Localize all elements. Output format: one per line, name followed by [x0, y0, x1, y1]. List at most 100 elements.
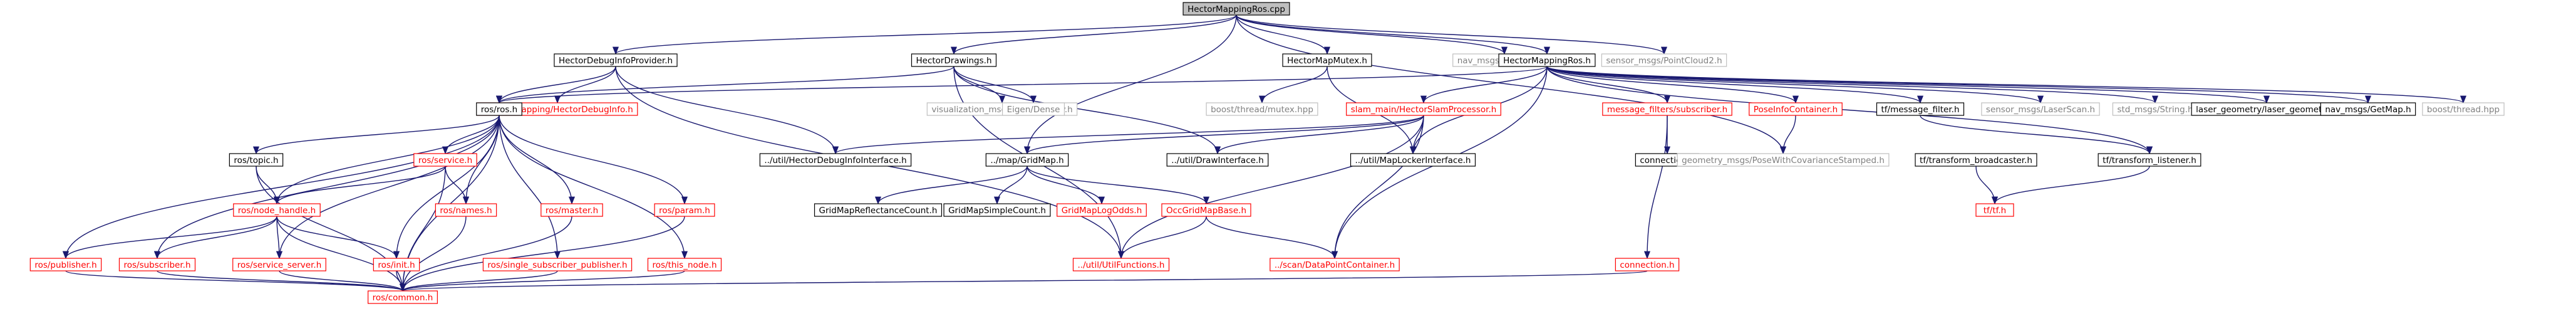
svg-text:ros/service_server.h: ros/service_server.h [237, 260, 322, 270]
node-tf-message-filter-h[interactable]: tf/message_filter.h [1876, 102, 1965, 116]
node-boost-thread-mutex-hpp: boost/thread/mutex.hpp [1206, 102, 1318, 116]
svg-text:sensor_msgs/LaserScan.h: sensor_msgs/LaserScan.h [1986, 105, 2095, 115]
edge-root-to-gridmap [1023, 14, 1237, 155]
edge-mapmutex-to-boost_mutex [1259, 66, 1328, 104]
node-ros-param-h[interactable]: ros/param.h [654, 203, 715, 217]
node-slam-main-hectorslamprocessor-h[interactable]: slam_main/HectorSlamProcessor.h [1346, 102, 1501, 116]
edge-this_node-to-ros_common [400, 270, 685, 292]
node-hectordebuginfoprovider-h[interactable]: HectorDebugInfoProvider.h [554, 53, 678, 67]
node-util-utilfunctions-h[interactable]: ../util/UtilFunctions.h [1072, 258, 1170, 271]
node-gridmaplogodds-h[interactable]: GridMapLogOdds.h [1057, 203, 1147, 217]
edge-ros_ros-to-service_server [276, 115, 500, 260]
edge-root-to-mapmutex [1236, 14, 1330, 55]
node-ros-service-h[interactable]: ros/service.h [413, 153, 477, 167]
svg-text:ros/node_handle.h: ros/node_handle.h [238, 206, 316, 216]
node-ros-ros-h[interactable]: ros/ros.h [476, 102, 522, 116]
edge-tf_listener-to-tf_tf [1992, 166, 2150, 205]
svg-text:ros/this_node.h: ros/this_node.h [652, 260, 716, 270]
svg-text:slam_main/HectorSlamProcessor.: slam_main/HectorSlamProcessor.h [1351, 105, 1497, 115]
edge-ros_ros-to-ros_init [393, 115, 500, 260]
edge-gridmap-to-logodds [1027, 166, 1105, 205]
node-scan-datapointcontainer-h[interactable]: ../scan/DataPointContainer.h [1270, 258, 1400, 271]
edge-mappingros_h-to-boost_thread [1546, 66, 2466, 104]
svg-text:HectorDrawings.h: HectorDrawings.h [916, 56, 992, 66]
svg-text:ros/param.h: ros/param.h [659, 206, 710, 216]
svg-text:../util/UtilFunctions.h: ../util/UtilFunctions.h [1077, 260, 1164, 270]
edge-msgfilt_sub-to-connection_2 [1643, 115, 1668, 260]
node-geometry-msgs-posewithcovariancestamped-h: geometry_msgs/PoseWithCovarianceStamped.… [1677, 153, 1890, 167]
node-hectormappingros-h[interactable]: HectorMappingRos.h [1498, 53, 1596, 67]
edge-ros_ros-to-ros_param [499, 115, 688, 205]
node-hectordrawings-h[interactable]: HectorDrawings.h [911, 53, 997, 67]
edge-single_sub_pub-to-ros_common [400, 270, 558, 292]
edge-ros_ros-to-single_sub_pub [499, 115, 561, 260]
svg-text:connection.h: connection.h [1620, 260, 1674, 270]
svg-text:GridMapSimpleCount.h: GridMapSimpleCount.h [948, 206, 1046, 216]
svg-text:ros/subscriber.h: ros/subscriber.h [123, 260, 190, 270]
edge-occgrid-to-datapoint [1206, 216, 1338, 260]
edge-ros_param-to-ros_common [400, 216, 685, 292]
node-util-drawinterface-h[interactable]: ../util/DrawInterface.h [1166, 153, 1269, 167]
svg-text:GridMapLogOdds.h: GridMapLogOdds.h [1062, 206, 1142, 216]
svg-text:ros/topic.h: ros/topic.h [234, 155, 278, 166]
node-ros-master-h[interactable]: ros/master.h [541, 203, 603, 217]
svg-text:ros/single_subscriber_publishe: ros/single_subscriber_publisher.h [487, 260, 627, 270]
svg-text:ros/common.h: ros/common.h [373, 293, 433, 303]
node-nav-msgs-getmap-h[interactable]: nav_msgs/GetMap.h [2320, 102, 2416, 116]
edge-debuginfoprovider-to-ros_ros [496, 66, 616, 104]
node-sensor-msgs-laserscan-h: sensor_msgs/LaserScan.h [1981, 102, 2100, 116]
edge-root-to-posecov [1236, 14, 1786, 155]
node-ros-node-handle-h[interactable]: ros/node_handle.h [233, 203, 321, 217]
node-ros-service-server-h[interactable]: ros/service_server.h [232, 258, 326, 271]
svg-text:../scan/DataPointContainer.h: ../scan/DataPointContainer.h [1275, 260, 1395, 270]
node-tf-transform-listener-h[interactable]: tf/transform_listener.h [2098, 153, 2201, 167]
svg-text:../util/DrawInterface.h: ../util/DrawInterface.h [1171, 155, 1264, 166]
node-util-hectordebuginfointerface-h[interactable]: ../util/HectorDebugInfoInterface.h [759, 153, 912, 167]
svg-text:ros/service.h: ros/service.h [418, 155, 472, 166]
node-ros-common-h[interactable]: ros/common.h [368, 290, 438, 304]
edge-slam_main-to-debuginfo_iface [832, 115, 1424, 155]
edge-gridmap-to-reflectance [875, 166, 1028, 205]
node-tf-transform-broadcaster-h[interactable]: tf/transform_broadcaster.h [1915, 153, 2037, 167]
svg-text:ros/master.h: ros/master.h [546, 206, 598, 216]
node-ros-single-subscriber-publisher-h[interactable]: ros/single_subscriber_publisher.h [482, 258, 633, 271]
edge-ros_topic-to-nodehandle [256, 166, 281, 205]
node-laser-geometry-h[interactable]: laser_geometry/laser_geometry.h [2191, 102, 2342, 116]
svg-text:ros/names.h: ros/names.h [440, 206, 492, 216]
edge-nodehandle-to-ros_publisher [63, 216, 277, 260]
node-message-filters-subscriber-h[interactable]: message_filters/subscriber.h [1602, 102, 1732, 116]
edge-mappingros_h-to-slam_main [1420, 66, 1548, 104]
edge-ros_names-to-ros_common [399, 216, 467, 292]
node-tf-tf-h[interactable]: tf/tf.h [1975, 203, 2014, 217]
node-ros-topic-h[interactable]: ros/topic.h [229, 153, 284, 167]
edge-slam_main-to-maplocker [1409, 115, 1424, 155]
node-ros-names-h[interactable]: ros/names.h [435, 203, 497, 217]
node-occgridmapbase-h[interactable]: OccGridMapBase.h [1161, 203, 1251, 217]
edge-mappingros_h-to-std_string [1546, 66, 2158, 104]
edge-ros_ros-to-nodehandle [274, 115, 500, 205]
edge-drawings-to-drawiface [953, 66, 1221, 155]
edge-debuginfoprovider-to-debuginfo_msg [554, 66, 616, 104]
svg-text:tf/message_filter.h: tf/message_filter.h [1881, 105, 1959, 115]
node-util-maplockerinterface-h[interactable]: ../util/MapLockerInterface.h [1350, 153, 1476, 167]
edge-nodehandle-to-service_server [276, 216, 283, 260]
edge-ros_service-to-ros_names [445, 166, 470, 205]
node-map-gridmap-h[interactable]: ../map/GridMap.h [985, 153, 1069, 167]
node-hectormapmutex-h[interactable]: HectorMapMutex.h [1282, 53, 1372, 67]
node-hectormappingros-cpp[interactable]: HectorMappingRos.cpp [1182, 2, 1290, 16]
node-gridmapreflectancecount-h[interactable]: GridMapReflectanceCount.h [814, 203, 943, 217]
node-connection-h-2[interactable]: connection.h [1615, 258, 1680, 271]
edge-debuginfoprovider-to-debuginfo_iface [615, 66, 839, 155]
node-ros-this-node-h[interactable]: ros/this_node.h [647, 258, 722, 271]
edge-nodehandle-to-ros_subscriber [154, 216, 277, 260]
edge-slam_main-to-datapoint [1331, 115, 1424, 260]
node-poseinfocontainer-h[interactable]: PoseInfoContainer.h [1749, 102, 1843, 116]
node-ros-subscriber-h[interactable]: ros/subscriber.h [118, 258, 196, 271]
edge-drawings-to-eigen_dense [953, 66, 1037, 104]
node-gridmapsimplecount-h[interactable]: GridMapSimpleCount.h [943, 203, 1051, 217]
edge-mappingros_h-to-laserscan [1546, 66, 2044, 104]
edge-ros_service-to-nodehandle [274, 166, 446, 205]
edge-slam_main-to-utilfunctions [1118, 115, 1424, 260]
node-ros-publisher-h[interactable]: ros/publisher.h [29, 258, 102, 271]
node-ros-init-h[interactable]: ros/init.h [373, 258, 420, 271]
